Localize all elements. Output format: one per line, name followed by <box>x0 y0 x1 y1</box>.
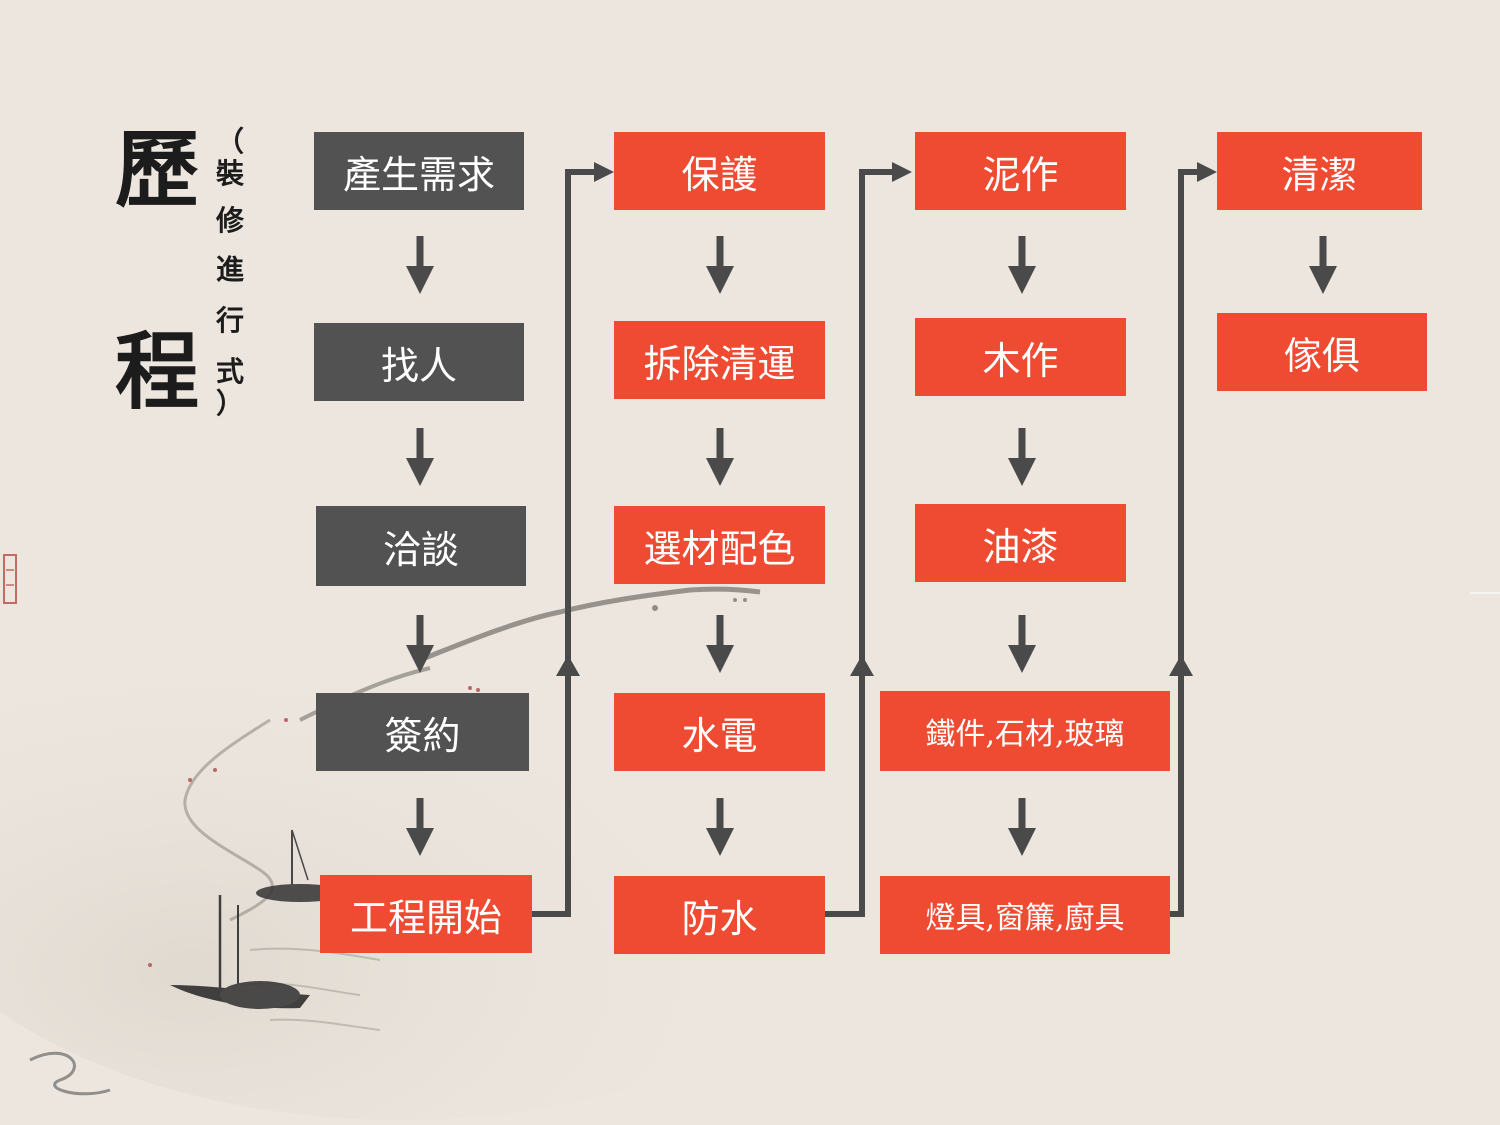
step-box-iron-stone-glass: 鐵件,石材,玻璃 <box>880 691 1170 771</box>
step-box-protection: 保護 <box>614 132 825 210</box>
connector-elbow <box>859 169 895 660</box>
step-box-plumbing-electric: 水電 <box>614 693 825 771</box>
step-box-demolition: 拆除清運 <box>614 321 825 399</box>
step-box-negotiate: 洽談 <box>316 506 526 586</box>
step-box-carpentry: 木作 <box>915 318 1126 396</box>
subtitle-char: （ <box>215 125 244 158</box>
subtitle-char: 裝 <box>215 157 244 190</box>
arrowhead-right <box>892 162 912 182</box>
subtitle-char: 修 <box>215 204 244 237</box>
title-char-1: 歷 <box>114 120 199 219</box>
subtitle-char: 行 <box>215 304 244 337</box>
subtitle-char: ） <box>215 387 244 420</box>
step-box-start-work: 工程開始 <box>320 875 532 953</box>
connector-elbow <box>532 672 571 917</box>
step-box-material-color: 選材配色 <box>614 506 825 584</box>
sailboat-large <box>170 895 310 1009</box>
connector-elbow <box>1178 169 1200 660</box>
step-box-furniture: 傢俱 <box>1217 313 1427 391</box>
step-box-lights-curtains-kitchen: 燈具,窗簾,廚具 <box>880 876 1170 954</box>
subtitle-char: 進 <box>215 253 244 286</box>
arrowhead-up <box>850 655 874 676</box>
arrowhead-right <box>1197 162 1217 182</box>
arrowhead-right <box>594 162 614 182</box>
step-box-masonry: 泥作 <box>915 132 1126 210</box>
step-box-cleaning: 清潔 <box>1217 132 1422 210</box>
connector-elbow <box>825 672 865 917</box>
title-char-2: 程 <box>114 322 199 421</box>
connector-elbow <box>1170 672 1184 917</box>
step-box-generate-need: 產生需求 <box>314 132 524 210</box>
step-box-waterproofing: 防水 <box>614 876 825 954</box>
arrowhead-up <box>1169 655 1193 676</box>
step-box-painting: 油漆 <box>915 504 1126 582</box>
step-box-find-people: 找人 <box>314 323 524 401</box>
seal-stamp <box>3 554 17 604</box>
step-box-sign-contract: 簽約 <box>316 693 529 771</box>
arrowhead-up <box>556 655 580 676</box>
subtitle-char: 式 <box>215 355 244 388</box>
connector-elbow <box>565 169 597 660</box>
